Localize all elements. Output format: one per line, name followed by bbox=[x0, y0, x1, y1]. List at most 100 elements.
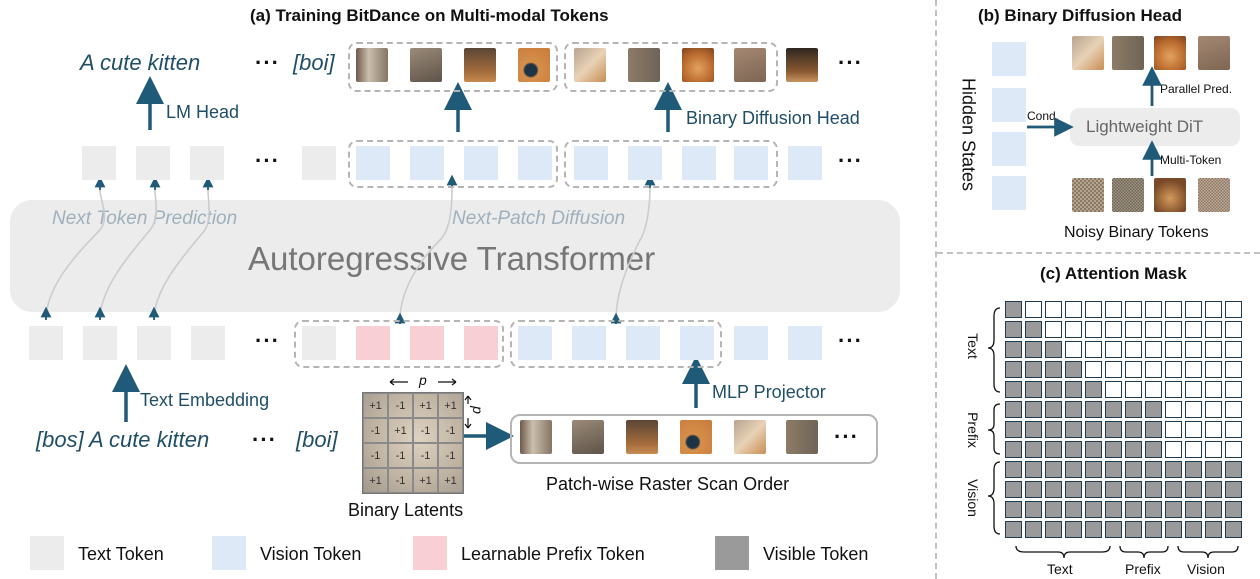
mask-cell-visible bbox=[1005, 441, 1022, 458]
mask-cell-visible bbox=[1085, 461, 1102, 478]
text-token bbox=[82, 146, 116, 180]
mask-cell-masked bbox=[1205, 361, 1222, 378]
noisy-tokens-label: Noisy Binary Tokens bbox=[1064, 224, 1209, 241]
mask-cell-visible bbox=[1005, 301, 1022, 318]
legend-vision-token: Vision Token bbox=[260, 544, 362, 564]
pred-patch bbox=[1198, 36, 1230, 70]
vision-token bbox=[734, 146, 768, 180]
mask-cell-visible bbox=[1025, 401, 1042, 418]
noisy-patch bbox=[1112, 178, 1144, 212]
mask-cell-visible bbox=[1125, 461, 1142, 478]
transformer-label: Autoregressive Transformer bbox=[248, 240, 656, 277]
mask-cell-masked bbox=[1085, 301, 1102, 318]
mask-cell-masked bbox=[1145, 301, 1162, 318]
mask-cell-visible bbox=[1145, 521, 1162, 538]
mask-cell-visible bbox=[1145, 401, 1162, 418]
mask-cell-masked bbox=[1225, 421, 1242, 438]
mask-cell-visible bbox=[1165, 461, 1182, 478]
mask-cell-visible bbox=[1185, 461, 1202, 478]
transformer-block bbox=[10, 200, 900, 312]
text-token bbox=[136, 146, 170, 180]
vision-token bbox=[572, 326, 606, 360]
cond-label: Cond. bbox=[1027, 109, 1060, 123]
latent-cell: +1 bbox=[413, 468, 438, 493]
raster-scan-label: Patch-wise Raster Scan Order bbox=[546, 474, 790, 494]
prefix-token bbox=[356, 326, 390, 360]
latent-cell: +1 bbox=[363, 393, 388, 418]
hidden-state-token bbox=[992, 42, 1026, 76]
binary-latents-label: Binary Latents bbox=[348, 500, 464, 520]
ellipsis: ··· bbox=[838, 50, 863, 75]
mask-cell-masked bbox=[1025, 301, 1042, 318]
p-label-vertical: p bbox=[469, 406, 486, 414]
output-patch bbox=[682, 48, 714, 82]
mask-cell-visible bbox=[1065, 481, 1082, 498]
mask-cell-visible bbox=[1085, 441, 1102, 458]
mask-cell-visible bbox=[1045, 501, 1062, 518]
mask-cell-masked bbox=[1205, 421, 1222, 438]
mask-cell-visible bbox=[1105, 401, 1122, 418]
output-text: A cute kitten bbox=[80, 50, 201, 75]
panel-a-connectors bbox=[40, 76, 710, 450]
latent-cell: -1 bbox=[363, 443, 388, 468]
mask-cell-visible bbox=[1125, 521, 1142, 538]
text-token bbox=[191, 326, 225, 360]
pred-patch bbox=[1112, 36, 1144, 70]
mask-cell-visible bbox=[1125, 421, 1142, 438]
latent-cell: +1 bbox=[438, 393, 463, 418]
text-token bbox=[302, 146, 336, 180]
dit-box bbox=[1070, 108, 1240, 146]
mask-cell-visible bbox=[1005, 361, 1022, 378]
mask-cell-masked bbox=[1165, 421, 1182, 438]
attention-mask-grid bbox=[1005, 301, 1245, 541]
mask-cell-visible bbox=[1005, 521, 1022, 538]
upper-vision-group-1 bbox=[348, 140, 558, 188]
mask-cell-visible bbox=[1225, 521, 1242, 538]
mask-cell-masked bbox=[1165, 401, 1182, 418]
mask-cell-masked bbox=[1065, 301, 1082, 318]
mask-cell-masked bbox=[1085, 361, 1102, 378]
next-token-prediction-label: Next Token Prediction bbox=[52, 208, 238, 229]
mask-cell-masked bbox=[1125, 361, 1142, 378]
ellipsis: ··· bbox=[255, 328, 280, 353]
mask-cell-masked bbox=[1205, 381, 1222, 398]
ellipsis: ··· bbox=[834, 424, 859, 449]
raster-scan-box bbox=[510, 414, 878, 464]
lm-head-label: LM Head bbox=[166, 102, 240, 122]
text-token bbox=[137, 326, 171, 360]
mask-cell-masked bbox=[1045, 301, 1062, 318]
output-patch bbox=[410, 48, 442, 82]
mask-cell-masked bbox=[1225, 301, 1242, 318]
mask-cell-visible bbox=[1125, 441, 1142, 458]
vision-token bbox=[518, 326, 552, 360]
upper-vision-group-2 bbox=[564, 140, 778, 188]
vision-token bbox=[574, 146, 608, 180]
mask-cell-visible bbox=[1025, 421, 1042, 438]
panel-b-title: (b) Binary Diffusion Head bbox=[978, 6, 1183, 25]
ellipsis: ··· bbox=[838, 148, 863, 173]
mask-cell-visible bbox=[1085, 521, 1102, 538]
mask-cell-masked bbox=[1085, 341, 1102, 358]
mask-cell-visible bbox=[1065, 401, 1082, 418]
mask-cell-masked bbox=[1165, 441, 1182, 458]
latent-cell: -1 bbox=[363, 418, 388, 443]
latent-cell: +1 bbox=[363, 468, 388, 493]
hidden-state-token bbox=[992, 176, 1026, 210]
mask-cell-visible bbox=[1105, 441, 1122, 458]
mask-cell-masked bbox=[1205, 441, 1222, 458]
mask-cell-masked bbox=[1225, 321, 1242, 338]
mask-cell-visible bbox=[1145, 501, 1162, 518]
horizontal-separator bbox=[937, 252, 1260, 254]
mask-cell-visible bbox=[1025, 521, 1042, 538]
mask-cell-visible bbox=[1165, 481, 1182, 498]
mask-cell-visible bbox=[1005, 401, 1022, 418]
mask-cell-visible bbox=[1105, 461, 1122, 478]
latent-cell: -1 bbox=[438, 418, 463, 443]
latent-cell: -1 bbox=[413, 443, 438, 468]
mask-cell-visible bbox=[1125, 401, 1142, 418]
output-patch bbox=[518, 48, 550, 82]
next-patch-diffusion-label: Next-Patch Diffusion bbox=[452, 208, 626, 229]
mask-cell-visible bbox=[1065, 381, 1082, 398]
text-token bbox=[29, 326, 63, 360]
raster-patch bbox=[572, 420, 604, 454]
